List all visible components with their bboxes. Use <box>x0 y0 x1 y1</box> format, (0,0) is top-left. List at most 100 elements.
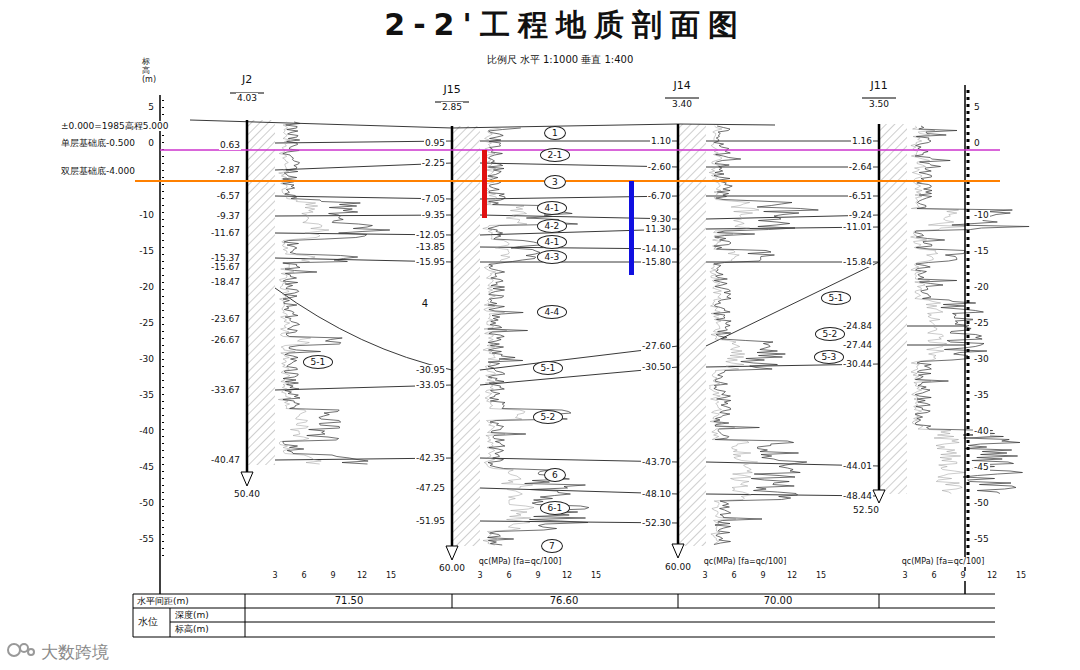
spacing-value: 71.50 <box>334 595 365 607</box>
axis-tick: -30 <box>138 354 155 365</box>
scale-tick: 3 <box>477 571 484 581</box>
depth-value: -6.70 <box>647 191 672 202</box>
layer-ellipse: 1 <box>544 126 566 140</box>
axis-tick: -50 <box>138 498 155 509</box>
layer-code: 5-3 <box>822 352 837 362</box>
depth-value: -14.10 <box>641 244 672 255</box>
axis-tick: -55 <box>138 534 155 545</box>
depth-value: -12.05 <box>415 230 446 241</box>
depth-value: 1.16 <box>851 136 873 147</box>
depth-value: -15.84 <box>842 257 873 268</box>
axis-tick: -40 <box>138 426 155 437</box>
layer-ellipse: 6 <box>544 468 566 482</box>
axis-tick: -40 <box>973 426 990 437</box>
layer-ellipse: 4-2 <box>537 219 568 233</box>
layer-code: 5-2 <box>823 329 838 339</box>
layer-code: 5-1 <box>541 363 556 373</box>
axis-tick: -10 <box>138 210 155 221</box>
axis-tick: -20 <box>973 282 990 293</box>
scale-tick: 9 <box>330 571 337 581</box>
depth-value: -15.67 <box>210 262 241 273</box>
scale-tick: 15 <box>1015 571 1027 581</box>
axis-tick: 5 <box>973 102 981 113</box>
axis-tick: -50 <box>973 498 990 509</box>
depth-value: -27.44 <box>842 340 873 351</box>
layer-code: 5-1 <box>829 293 844 303</box>
axis-tick: -15 <box>138 246 155 257</box>
scale-tick: 3 <box>902 571 909 581</box>
scale-tick: 15 <box>590 571 602 581</box>
layer-ellipse: 5-2 <box>533 410 564 424</box>
axis-caption: qc(MPa) [fa=qc/100] <box>703 557 788 567</box>
depth-value: -27.60 <box>641 341 672 352</box>
cpt-curves <box>278 122 1029 545</box>
borehole-elevation: 3.50 <box>868 99 890 110</box>
annotation: 单层基础底-0.500 <box>60 138 136 149</box>
bottom-table <box>133 594 995 637</box>
bottom-depth: 60.00 <box>438 563 466 574</box>
layer-code: 4-1 <box>545 237 560 247</box>
scale-tick: 6 <box>506 571 513 581</box>
boreholes <box>230 93 896 560</box>
axis-caption: qc(MPa) [fa=qc/100] <box>478 557 563 567</box>
table-header: 水位 <box>137 616 159 628</box>
axis-tick: -35 <box>973 390 990 401</box>
axis-tick: -10 <box>973 210 990 221</box>
depth-value: -43.70 <box>641 457 672 468</box>
table-header: 标高(m) <box>174 624 210 635</box>
depth-value: -48.44 <box>842 491 873 502</box>
watermark: 大数跨境 <box>40 642 110 662</box>
spacing-value: 70.00 <box>763 595 794 607</box>
depth-value: -11.01 <box>842 222 873 233</box>
bottom-depth: 50.40 <box>233 489 261 500</box>
scale-tick: 3 <box>702 571 709 581</box>
depth-value: -33.67 <box>210 385 241 396</box>
axis-tick: -25 <box>138 318 155 329</box>
depth-value: -6.57 <box>216 191 241 202</box>
borehole-name: J2 <box>241 73 253 86</box>
depth-value: 11.30 <box>644 224 672 235</box>
borehole-name: J15 <box>442 83 461 96</box>
layer-code: 4-1 <box>545 203 560 213</box>
cpt-curve <box>283 122 390 464</box>
cpt-curve <box>488 128 589 545</box>
depth-value: -40.47 <box>210 455 241 466</box>
borehole-name: J14 <box>672 79 691 92</box>
friction-curve <box>709 126 759 545</box>
layer-ellipse: 5-1 <box>303 355 334 369</box>
layer-label: 4 <box>421 298 429 310</box>
scale-tick: 6 <box>731 571 738 581</box>
depth-value: -51.95 <box>415 516 446 527</box>
annotation: ±0.000=1985高程5.000 <box>60 121 170 132</box>
depth-value: -2.64 <box>848 162 873 173</box>
scale-tick: 15 <box>385 571 397 581</box>
table-header: 水平间距(m) <box>136 596 190 607</box>
scale-tick: 12 <box>786 571 798 581</box>
scale-note: 比例尺 水平 1:1000 垂直 1:400 <box>486 54 635 66</box>
bottom-depth: 60.00 <box>664 562 692 573</box>
diagram-title: 2-2'工程地质剖面图 <box>384 7 745 43</box>
layer-code: 6-1 <box>548 503 563 513</box>
spacing-value: 76.60 <box>549 595 580 607</box>
axis-tick: -20 <box>138 282 155 293</box>
axis-caption: qc(MPa) [fa=qc/100] <box>901 557 986 567</box>
axis-title: 标高(m) <box>142 58 150 84</box>
scale-tick: 12 <box>356 571 368 581</box>
borehole-elevation: 2.85 <box>441 102 463 113</box>
layer-ellipse: 5-3 <box>814 350 845 364</box>
layer-ellipse: 5-2 <box>815 327 846 341</box>
layer-ellipse: 6-1 <box>540 501 571 515</box>
layer-ellipse: 3 <box>544 175 566 189</box>
depth-value: -2.60 <box>647 162 672 173</box>
depth-value: -47.25 <box>415 483 446 494</box>
foundation-lines <box>135 150 1000 275</box>
friction-curve <box>278 122 329 464</box>
axis-tick: -35 <box>138 390 155 401</box>
table-header: 深度(m) <box>174 610 210 621</box>
axis-tick: -30 <box>973 354 990 365</box>
layer-ellipse: 4-1 <box>537 235 568 249</box>
scale-tick: 15 <box>815 571 827 581</box>
axis-tick: -55 <box>973 534 990 545</box>
borehole-name: J11 <box>869 79 888 92</box>
